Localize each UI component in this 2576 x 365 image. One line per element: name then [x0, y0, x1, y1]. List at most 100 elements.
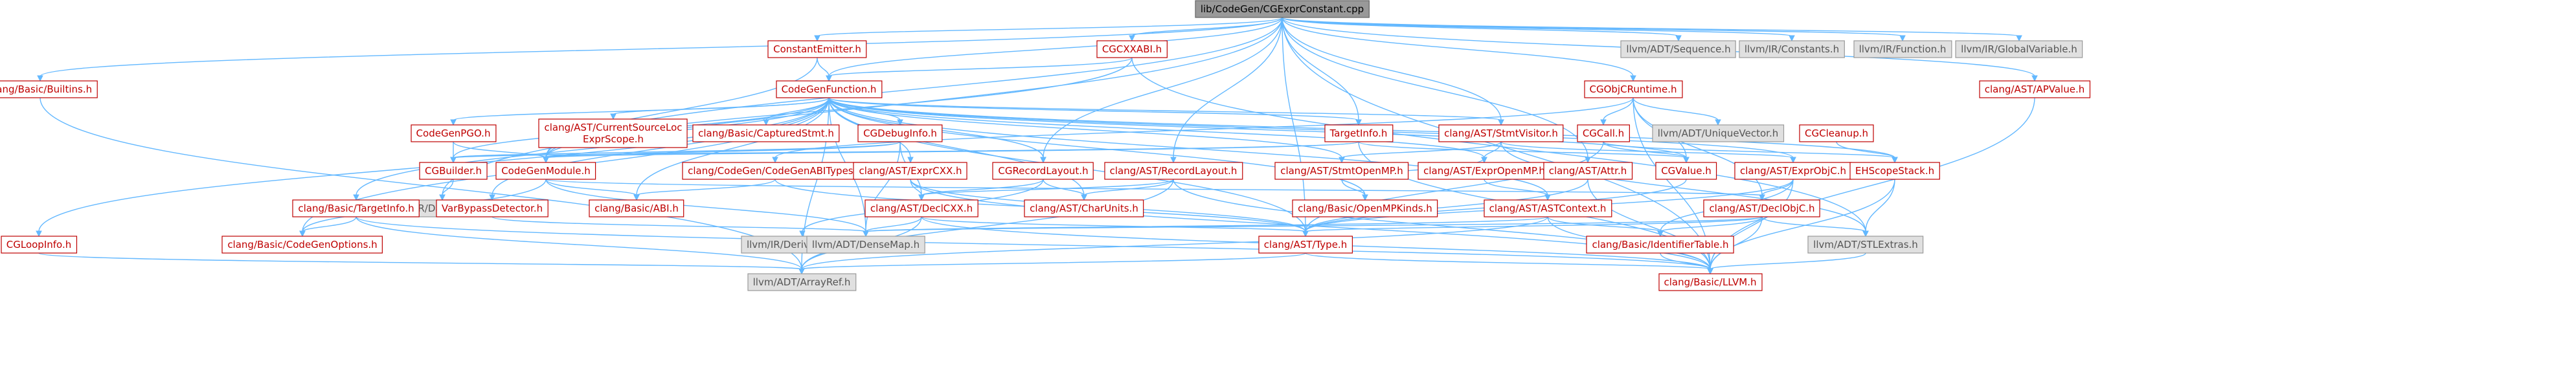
edge-line: [1083, 179, 1174, 196]
node-StmtVisitor[interactable]: clang/AST/StmtVisitor.h: [1438, 124, 1564, 142]
node-CGLoopInfo[interactable]: CGLoopInfo.h: [1, 236, 78, 254]
node-StmtOpenMP[interactable]: clang/AST/StmtOpenMP.h: [1274, 162, 1409, 180]
node-root[interactable]: lib/CodeGen/CGExprConstant.cpp: [1195, 0, 1370, 18]
edge-arrowhead: [1481, 157, 1487, 164]
node-BasicTargetInfo[interactable]: clang/Basic/TargetInfo.h: [292, 199, 420, 217]
node-ExprObjC[interactable]: clang/AST/ExprObjC.h: [1734, 162, 1852, 180]
node-box: [0, 80, 98, 98]
node-box: [857, 124, 943, 142]
node-ArrayRef[interactable]: llvm/ADT/ArrayRef.h: [747, 273, 857, 291]
node-CGBuilder[interactable]: CGBuilder.h: [419, 162, 488, 180]
node-RecordLayout[interactable]: clang/AST/RecordLayout.h: [1104, 162, 1243, 180]
edge-line: [1836, 141, 1895, 159]
node-label: clang/Basic/LLVM.h: [1664, 276, 1757, 288]
node-Builtins[interactable]: clang/Basic/Builtins.h: [0, 80, 98, 98]
node-label: CodeGenFunction.h: [782, 83, 877, 95]
node-label: llvm/ADT/DenseMap.h: [812, 239, 920, 250]
edge-DeclCXX-to-DenseMap: [863, 216, 922, 238]
node-box: [1104, 162, 1243, 180]
node-CGRecordLayout[interactable]: CGRecordLayout.h: [992, 162, 1094, 180]
node-ASTType[interactable]: clang/AST/Type.h: [1258, 236, 1353, 254]
node-CGObjCRuntime[interactable]: CGObjCRuntime.h: [1584, 80, 1683, 98]
node-CGDebugInfo[interactable]: CGDebugInfo.h: [857, 124, 943, 142]
node-ExprOpenMP[interactable]: clang/AST/ExprOpenMP.h: [1418, 162, 1551, 180]
node-CodeGenOptions[interactable]: clang/Basic/CodeGenOptions.h: [221, 236, 383, 254]
edge-DeclObjC-to-ASTType: [1302, 216, 1763, 238]
node-label: clang/AST/DeclObjC.h: [1709, 203, 1814, 214]
node-IdentifierTable[interactable]: clang/Basic/IdentifierTable.h: [1586, 236, 1734, 254]
node-OpenMPKinds[interactable]: clang/Basic/OpenMPKinds.h: [1292, 199, 1438, 217]
edge-line: [1282, 17, 1634, 77]
node-CharUnits[interactable]: clang/AST/CharUnits.h: [1024, 199, 1144, 217]
edge-line: [828, 97, 1359, 121]
node-VarBypassDetector[interactable]: VarBypassDetector.h: [436, 199, 548, 217]
edge-root-to-llvmConstants: [1282, 17, 1795, 42]
node-box: [864, 199, 978, 217]
node-label: clang/AST/Attr.h: [1549, 165, 1627, 177]
node-label: clang/AST/ASTContext.h: [1489, 203, 1607, 214]
edge-line: [40, 17, 1283, 77]
node-box: [992, 162, 1094, 180]
node-llvmFunction[interactable]: llvm/IR/Function.h: [1853, 40, 1952, 58]
edge-CGBuilder-to-DataLayout: [439, 179, 454, 201]
edge-STLExtras-to-BasicLLVM: [1707, 252, 1866, 275]
node-DeclCXX[interactable]: clang/AST/DeclCXX.h: [864, 199, 978, 217]
node-CodeGenABITypes[interactable]: clang/CodeGen/CodeGenABITypes.h: [682, 162, 868, 180]
edge-line: [1358, 141, 1687, 159]
node-DenseMap[interactable]: llvm/ADT/DenseMap.h: [806, 236, 925, 254]
node-DeclObjC[interactable]: clang/AST/DeclObjC.h: [1703, 199, 1820, 217]
node-EHScopeStack[interactable]: EHScopeStack.h: [1849, 162, 1940, 180]
node-CodeGenModule[interactable]: CodeGenModule.h: [495, 162, 596, 180]
edge-arrowhead: [1759, 194, 1765, 201]
edge-line: [801, 179, 1174, 270]
node-llvmConstants[interactable]: llvm/IR/Constants.h: [1739, 40, 1845, 58]
node-APValue[interactable]: clang/AST/APValue.h: [1979, 80, 2091, 98]
edge-line: [828, 57, 1133, 77]
node-box: [1438, 124, 1564, 142]
edge-CGObjCRuntime-to-CGCall: [1600, 97, 1634, 126]
node-ASTAttr[interactable]: clang/AST/Attr.h: [1543, 162, 1633, 180]
edge-CodeGenFunction-to-VarBypassDetector: [489, 97, 830, 201]
node-ExprCXX[interactable]: clang/AST/ExprCXX.h: [853, 162, 967, 180]
node-BasicABI[interactable]: clang/Basic/ABI.h: [589, 199, 684, 217]
node-llvmSequence[interactable]: llvm/ADT/Sequence.h: [1620, 40, 1736, 58]
node-CodeGenPGO[interactable]: CodeGenPGO.h: [411, 124, 497, 142]
edge-arrowhead: [633, 194, 640, 201]
node-CGCleanup[interactable]: CGCleanup.h: [1799, 124, 1874, 142]
edge-arrowhead: [2016, 35, 2022, 42]
node-label: CGBuilder.h: [425, 165, 482, 177]
edge-line: [1484, 141, 1502, 159]
edge-line: [865, 216, 922, 232]
node-CGCall[interactable]: CGCall.h: [1577, 124, 1630, 142]
edge-line: [356, 216, 802, 270]
edge-arrowhead: [1715, 119, 1721, 126]
edge-arrowhead: [1339, 157, 1345, 164]
node-box: [1620, 40, 1736, 58]
edge-CGCall-to-CGValue: [1603, 141, 1689, 164]
edge-root-to-Builtins: [37, 17, 1283, 82]
node-TargetInfoCG[interactable]: TargetInfo.h: [1324, 124, 1394, 142]
node-box: [495, 162, 596, 180]
node-CGValue[interactable]: CGValue.h: [1655, 162, 1717, 180]
node-ConstantEmitter[interactable]: ConstantEmitter.h: [767, 40, 867, 58]
edge-line: [545, 141, 1359, 159]
node-llvmGlobalVariable[interactable]: llvm/IR/GlobalVariable.h: [1955, 40, 2083, 58]
node-box: [1258, 236, 1353, 254]
node-box: [1955, 40, 2083, 58]
edge-line: [1282, 17, 1588, 159]
node-BasicLLVM[interactable]: clang/Basic/LLVM.h: [1658, 273, 1763, 291]
node-CapturedStmt[interactable]: clang/Basic/CapturedStmt.h: [692, 124, 840, 142]
node-ASTContext[interactable]: clang/AST/ASTContext.h: [1484, 199, 1612, 217]
node-UniqueVector[interactable]: llvm/ADT/UniqueVector.h: [1652, 124, 1785, 142]
edge-line: [828, 97, 1794, 159]
node-box: [1584, 80, 1683, 98]
node-STLExtras[interactable]: llvm/ADT/STLExtras.h: [1807, 236, 1924, 254]
node-label: llvm/ADT/ArrayRef.h: [753, 276, 851, 288]
node-CGCXXABI[interactable]: CGCXXABI.h: [1096, 40, 1168, 58]
node-CodeGenFunction[interactable]: CodeGenFunction.h: [776, 80, 883, 98]
edge-root-to-llvmSequence: [1282, 17, 1682, 42]
edge-ASTType-to-ArrayRef: [798, 252, 1306, 275]
edge-arrowhead: [1683, 157, 1689, 164]
node-label: clang/AST/ExprObjC.h: [1740, 165, 1846, 177]
